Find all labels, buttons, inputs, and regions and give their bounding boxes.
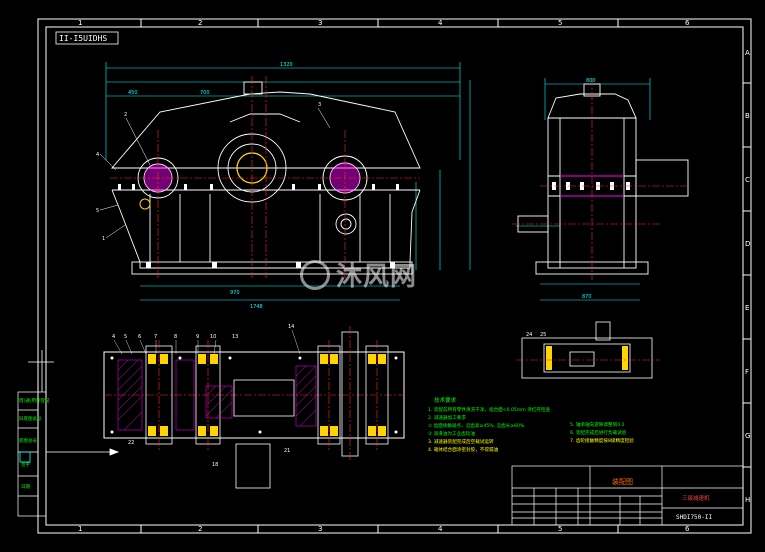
product-name: 三级减速机	[682, 494, 710, 502]
row-letter: A	[745, 49, 750, 57]
col-number: 2	[198, 525, 202, 533]
row-letter: H	[745, 496, 750, 504]
col-number: 6	[685, 525, 690, 533]
front-view: 1320 450 700 1748 970	[96, 62, 471, 310]
tech-line: 6. 装配完成后进行负载试验	[570, 429, 627, 436]
col-number: 5	[558, 525, 562, 533]
row-letter: G	[745, 432, 750, 440]
part-label: 9	[196, 334, 199, 340]
tech-line: 7. 齿轮接触精度按8级精度检验	[570, 437, 634, 444]
part-label: 1	[102, 236, 105, 242]
detail-view: 24 25	[516, 321, 660, 379]
tech-line: 5. 轴承轴向游隙调整到0.2	[570, 421, 625, 428]
row-letter: D	[745, 240, 750, 248]
row-letter: F	[745, 368, 749, 376]
inner-frame	[45, 26, 744, 526]
left-label: 日期	[21, 484, 30, 490]
part-label: 5	[124, 334, 127, 340]
tech-title: 技术要求	[434, 396, 457, 404]
code-label-box	[55, 31, 119, 45]
dim-total-width: 1320	[280, 62, 293, 68]
left-label: 借(通)用件登记	[19, 397, 50, 404]
part-label: 6	[138, 334, 141, 340]
part-label: 7	[154, 334, 157, 340]
part-label: 18	[212, 462, 218, 468]
dim-side-width: 800	[586, 78, 596, 84]
outer-frame	[37, 18, 752, 534]
part-label: 10	[210, 334, 216, 340]
drawing-name: 装配图	[612, 477, 633, 486]
part-label: 13	[232, 334, 238, 340]
col-number: 4	[438, 525, 443, 533]
projection-symbol	[19, 350, 120, 463]
side-view: 800 870	[512, 78, 690, 301]
code-label: II-I5UIDHS	[59, 34, 107, 43]
col-number: 1	[78, 525, 82, 533]
left-margin-block	[17, 391, 47, 517]
tech-line: 3. 减速器装配完成后空载试运转	[428, 438, 494, 445]
dim-450: 450	[128, 90, 138, 96]
col-number: 4	[438, 19, 443, 27]
col-number: 3	[318, 19, 322, 27]
part-label: 4	[112, 334, 115, 340]
drawing-number: SHDI750-II	[676, 514, 713, 521]
left-label: 旧底图总号	[19, 415, 42, 422]
tech-requirements: 技术要求 1. 装配前所有零件清洗干净，啮合面<0.05mm 涂红丹检查 2. …	[428, 396, 634, 453]
tech-line: 4. 箱体结合面涂密封胶，不得漏油	[428, 446, 499, 453]
part-label: 14	[288, 324, 294, 330]
col-number: 1	[78, 19, 82, 27]
dim-970: 970	[230, 290, 240, 296]
part-label: 4	[96, 152, 99, 158]
row-letter: B	[745, 112, 750, 120]
part-label: 25	[540, 332, 546, 338]
left-label: 签字	[21, 461, 30, 468]
part-label: 5	[96, 208, 99, 214]
part-label: 21	[284, 448, 290, 454]
section-view: 4 5 6 7 8 9 10 13 14 18 21 22	[103, 324, 405, 489]
title-block	[511, 465, 744, 526]
part-label: 22	[128, 440, 134, 446]
tech-line: ② 润滑油为工业齿轮油	[428, 430, 475, 437]
col-number: 6	[685, 19, 690, 27]
part-label: 3	[318, 102, 321, 108]
dim-1748: 1748	[250, 304, 263, 310]
row-letter: E	[745, 304, 749, 312]
left-label: 底图总号	[19, 437, 37, 444]
col-number: 5	[558, 19, 562, 27]
col-number: 2	[198, 19, 202, 27]
col-number: 3	[318, 525, 322, 533]
tech-line: 2. 减速器加工要求	[428, 414, 466, 421]
dim-700: 700	[200, 90, 210, 96]
part-label: 2	[124, 112, 127, 118]
row-letter: C	[745, 176, 750, 184]
tech-line: ① 齿面接触斑点，沿齿高≥45%, 沿齿长≥60%	[428, 422, 525, 429]
part-label: 8	[174, 334, 177, 340]
part-label: 24	[526, 332, 532, 338]
tech-line: 1. 装配前所有零件清洗干净，啮合面<0.05mm 涂红丹检查	[428, 406, 551, 413]
dim-side-base: 870	[582, 294, 592, 300]
